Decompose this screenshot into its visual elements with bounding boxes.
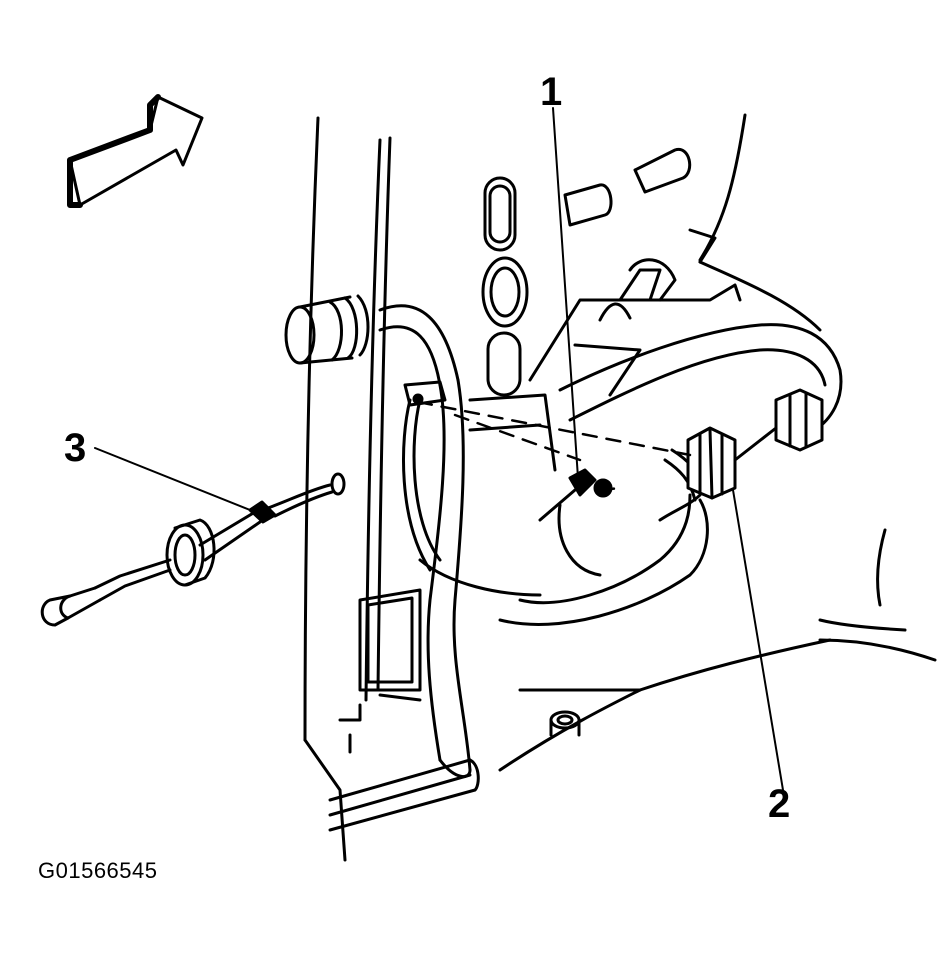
grommet xyxy=(286,296,368,363)
door-sill xyxy=(330,590,579,830)
callout-1-label: 1 xyxy=(540,70,563,114)
connector-clip-icon xyxy=(540,470,611,520)
callout-3-label: 3 xyxy=(64,426,87,470)
mounting-bracket xyxy=(405,382,445,405)
front-direction-arrow-icon xyxy=(70,97,202,205)
callout-leaders xyxy=(95,108,783,790)
alignment-lines xyxy=(418,402,690,490)
bulb-socket-icon xyxy=(42,474,344,625)
body-pillar-outline xyxy=(305,115,935,860)
panel-slots xyxy=(483,149,690,395)
callout-2-label: 2 xyxy=(768,782,791,826)
figure-id: G01566545 xyxy=(38,858,158,883)
wiring-harness xyxy=(380,260,841,777)
electrical-connector-icon xyxy=(688,390,822,498)
